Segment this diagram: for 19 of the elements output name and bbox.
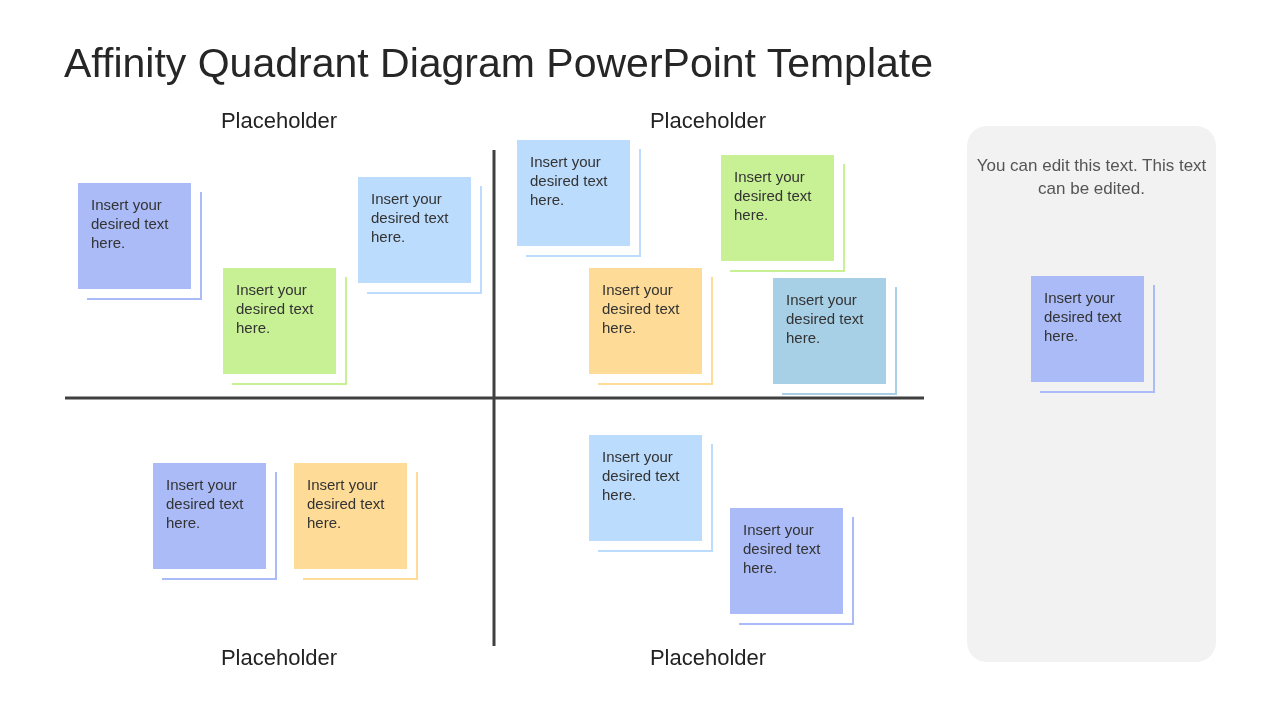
sticky-note: Insert your desired text here. — [730, 508, 854, 625]
quadrant-label: Placeholder — [649, 645, 767, 671]
slide-title: Affinity Quadrant Diagram PowerPoint Template — [64, 40, 934, 87]
quadrant-label: Placeholder — [220, 645, 338, 671]
sticky-note: Insert your desired text here. — [517, 140, 641, 257]
sticky-note: Insert your desired text here. — [721, 155, 845, 272]
sticky-note: Insert your desired text here. — [294, 463, 418, 580]
quadrant-label: Placeholder — [649, 108, 767, 134]
sticky-note: Insert your desired text here. — [589, 268, 713, 385]
sticky-note: Insert your desired text here. — [153, 463, 277, 580]
sticky-note: Insert your desired text here. — [78, 183, 202, 300]
sticky-note: Insert your desired text here. — [773, 278, 897, 395]
panel-text: You can edit this text. This text can be edited. — [975, 155, 1208, 200]
sticky-note: Insert your desired text here. — [223, 268, 347, 385]
side-panel — [967, 126, 1216, 662]
sticky-note: Insert your desired text here. — [589, 435, 713, 552]
sticky-note: Insert your desired text here. — [358, 177, 482, 294]
quadrant-label: Placeholder — [220, 108, 338, 134]
sticky-note: Insert your desired text here. — [1031, 276, 1155, 393]
